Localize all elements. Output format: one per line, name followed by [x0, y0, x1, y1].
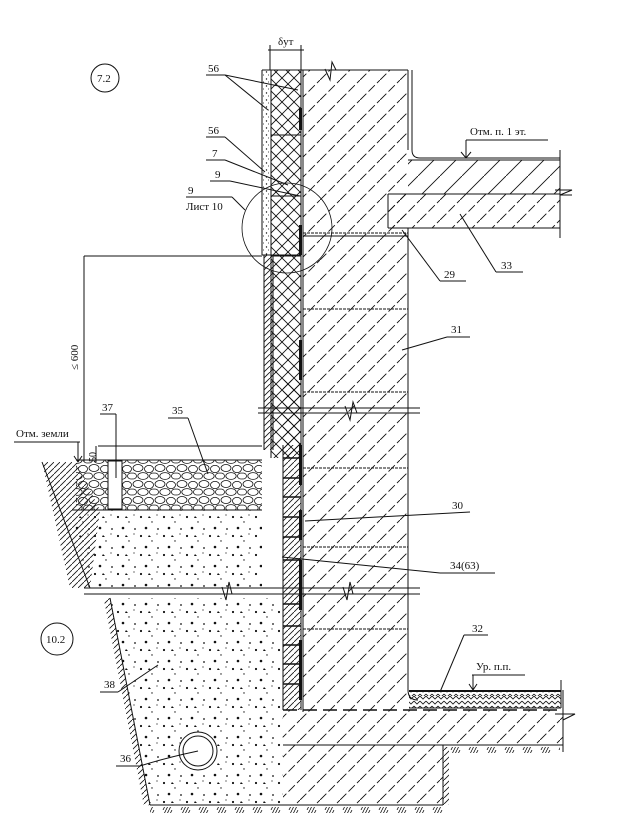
svg-text:35: 35: [172, 405, 184, 417]
backfill: [41, 459, 283, 806]
callout-56b: 56: [206, 125, 266, 173]
callout-31: 31: [401, 324, 470, 351]
callout-32: 32: [439, 623, 488, 693]
svg-text:34(63): 34(63): [450, 560, 480, 572]
svg-text:37: 37: [102, 402, 114, 414]
svg-text:7.2: 7.2: [97, 73, 111, 85]
dimension-thickness: δут: [268, 36, 304, 70]
svg-text:31: 31: [451, 324, 462, 336]
svg-text:10.2: 10.2: [46, 634, 65, 646]
elevation-ground-label: Отм. земли: [16, 428, 69, 440]
elevation-first-floor: Отм. п. 1 эт.: [460, 126, 548, 159]
callout-9: 9: [210, 169, 301, 197]
svg-text:9: 9: [215, 169, 221, 181]
foundation-footing: [150, 690, 576, 813]
svg-text:36: 36: [120, 753, 132, 765]
detail-circle: [241, 182, 333, 274]
svg-text:32: 32: [472, 623, 483, 635]
svg-text:38: 38: [104, 679, 116, 691]
drain-post: [107, 460, 123, 510]
callout-37: 37: [100, 402, 117, 478]
callout-29: 29: [401, 229, 466, 282]
svg-text:33: 33: [501, 260, 513, 272]
callout-35: 35: [168, 405, 209, 475]
callout-38: 38: [100, 664, 159, 693]
callout-30: 30: [304, 500, 471, 522]
elevation-first-floor-label: Отм. п. 1 эт.: [470, 126, 527, 138]
plinth-protection: [262, 254, 301, 450]
break-lines: [84, 60, 420, 601]
elevation-basement-floor: Ур. п.п.: [468, 661, 525, 691]
upper-wall: [407, 70, 560, 159]
detail-ref-10-2: 10.2: [40, 622, 74, 656]
detail-ref-7-2: 7.2: [90, 63, 120, 93]
lower-insulation-blocks: [282, 380, 302, 710]
callout-36: 36: [116, 750, 199, 767]
elevation-basement-label: Ур. п.п.: [476, 661, 511, 673]
callout-33: 33: [459, 213, 523, 273]
block-wall: [302, 70, 419, 712]
thickness-label: δут: [278, 36, 294, 48]
floor-slab: [387, 150, 573, 238]
dimension-height: ≤ 600 50: [69, 255, 262, 462]
callout-56a: 56: [206, 63, 299, 111]
svg-text:9: 9: [188, 185, 194, 197]
callout-7: 7: [206, 148, 289, 186]
svg-text:56: 56: [208, 63, 220, 75]
offset-dim-label: 50: [88, 452, 99, 462]
svg-text:7: 7: [212, 148, 218, 160]
svg-text:30: 30: [452, 500, 464, 512]
plaster-layer: [261, 70, 271, 255]
svg-text:29: 29: [444, 269, 456, 281]
svg-text:Лист 10: Лист 10: [186, 201, 223, 213]
callout-34: 34(63): [281, 556, 495, 574]
callout-sheet-ref: 9 Лист 10: [186, 185, 246, 213]
basement-floor-layer: [409, 680, 562, 709]
height-limit-label: ≤ 600: [69, 344, 81, 370]
elevation-ground: Отм. земли: [14, 428, 83, 463]
svg-text:56: 56: [208, 125, 220, 137]
